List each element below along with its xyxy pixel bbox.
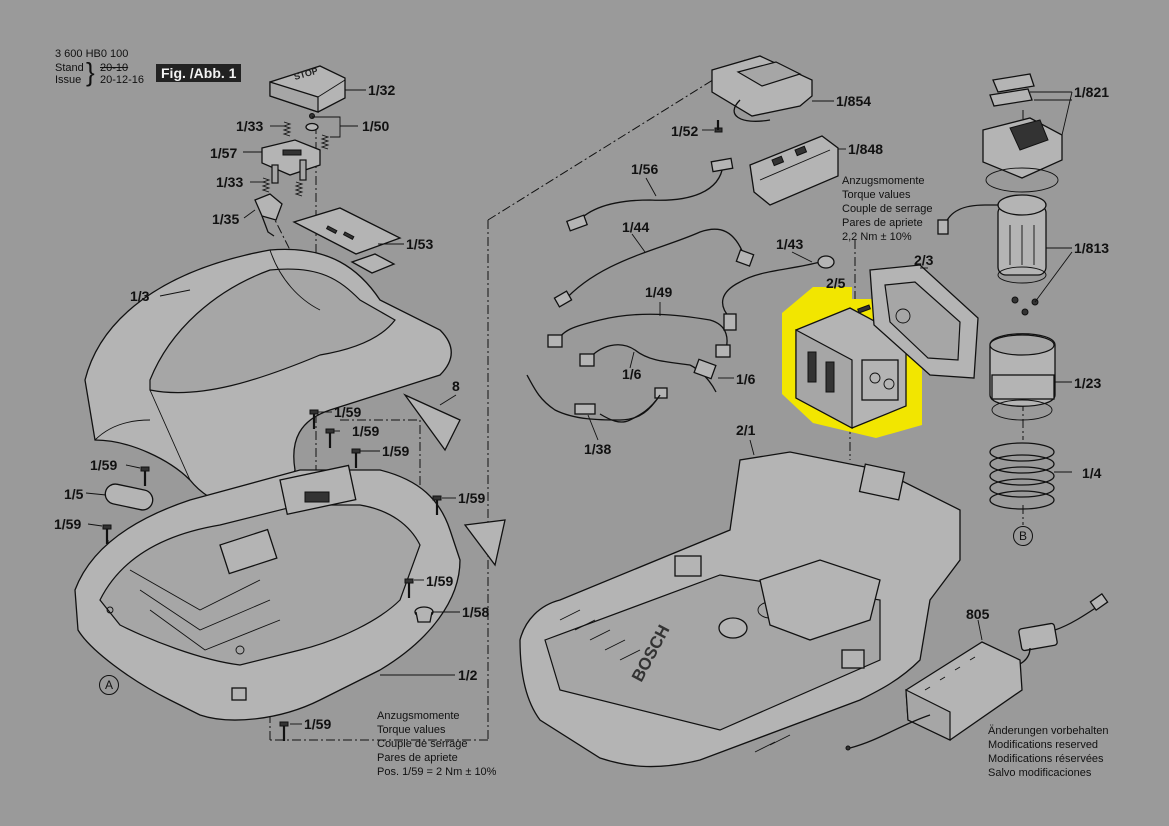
part-1-848-board	[749, 135, 839, 206]
issue-label: Issue	[55, 74, 82, 86]
label-1-848: 1/848	[848, 141, 884, 157]
label-1-32: 1/32	[368, 82, 396, 98]
label-1-59-g: 1/59	[426, 573, 454, 589]
part-1-33-springs-bottom	[261, 177, 304, 197]
label-8: 8	[452, 378, 460, 394]
part-1-56-cable	[565, 157, 734, 232]
part-1-821-cap	[982, 73, 1063, 193]
torque-notes-top: Anzugsmomente Torque values Couple de se…	[842, 174, 933, 244]
part-1-813-motor	[937, 194, 1047, 316]
part-8-wedges	[403, 393, 506, 567]
part-2-3-housing	[857, 264, 979, 379]
part-1-33-springs-top	[282, 121, 330, 150]
part-1-44-cable	[553, 228, 755, 308]
torque-notes-bottom: Anzugsmomente Torque values Couple de se…	[377, 709, 496, 779]
part-1-35-clip	[254, 193, 283, 237]
modifications-note: Änderungen vorbehalten Modifications res…	[988, 724, 1108, 780]
part-number-code: 3 600 HB0 100	[55, 48, 129, 60]
reference-marker-b: B	[1013, 526, 1033, 546]
modifications-line-3: Modifications réservées	[988, 753, 1104, 765]
part-2-1-base	[519, 451, 961, 768]
part-1-57-lever	[261, 139, 321, 184]
label-1-59-e: 1/59	[458, 490, 486, 506]
part-1-32-cap: STOP	[269, 65, 346, 113]
part-1-38-cable	[526, 374, 661, 423]
label-1-43: 1/43	[776, 236, 804, 252]
label-1-56: 1/56	[631, 161, 659, 177]
leader-lines	[85, 89, 1073, 725]
label-1-5: 1/5	[64, 486, 84, 502]
label-1-6-a: 1/6	[622, 366, 642, 382]
part-1-6-cable-b	[629, 358, 717, 421]
part-1-2-chassis	[74, 464, 461, 721]
part-1-53-panel	[292, 207, 402, 274]
label-1-44: 1/44	[622, 219, 650, 235]
label-1-35: 1/35	[212, 211, 240, 227]
stand-date: 20-10	[100, 62, 129, 74]
torque-bottom-line-2: Torque values	[377, 724, 446, 736]
label-1-38: 1/38	[584, 441, 612, 457]
part-1-854-bracket	[711, 55, 813, 122]
label-1-49: 1/49	[645, 284, 673, 300]
torque-bottom-line-3: Couple de serrage	[377, 738, 468, 750]
label-1-59-d: 1/59	[90, 457, 118, 473]
label-2-3: 2/3	[914, 252, 934, 268]
stand-label: Stand	[55, 62, 84, 74]
label-1-3: 1/3	[130, 288, 150, 304]
torque-top-line-3: Couple de serrage	[842, 203, 933, 215]
part-1-5-pad	[104, 483, 154, 511]
part-1-58-knob	[414, 606, 434, 623]
label-1-52: 1/52	[671, 123, 699, 139]
label-1-33-bottom: 1/33	[216, 174, 244, 190]
label-805: 805	[966, 606, 990, 622]
label-1-59-b: 1/59	[352, 423, 380, 439]
label-1-33-top: 1/33	[236, 118, 264, 134]
part-1-50-washer	[305, 113, 319, 132]
part-1-4-spring	[989, 442, 1055, 510]
part-1-43-cable	[721, 255, 835, 331]
torque-bottom-line-5: Pos. 1/59 = 2 Nm ± 10%	[377, 766, 497, 778]
label-1-4: 1/4	[1082, 465, 1102, 481]
label-1-59-a: 1/59	[334, 404, 362, 420]
label-1-854: 1/854	[836, 93, 872, 109]
part-805-charger	[845, 592, 1109, 751]
reference-marker-a: A	[99, 675, 119, 695]
brace-icon: }	[86, 57, 95, 87]
label-1-59-c: 1/59	[382, 443, 410, 459]
torque-top-line-2: Torque values	[842, 189, 911, 201]
figure-title: Fig. /Abb. 1	[156, 64, 242, 82]
part-1-6-cable-a	[579, 344, 691, 367]
modifications-line-1: Änderungen vorbehalten	[988, 725, 1109, 737]
modifications-line-2: Modifications reserved	[988, 739, 1099, 751]
label-1-813: 1/813	[1074, 240, 1110, 256]
part-1-3-hood	[84, 248, 452, 510]
label-1-2: 1/2	[458, 667, 478, 683]
label-1-53: 1/53	[406, 236, 434, 252]
label-1-6-b: 1/6	[736, 371, 756, 387]
label-1-23: 1/23	[1074, 375, 1102, 391]
torque-top-line-5: 2,2 Nm ± 10%	[842, 231, 912, 243]
label-1-57: 1/57	[210, 145, 238, 161]
torque-bottom-line-4: Pares de apriete	[377, 752, 458, 764]
modifications-line-4: Salvo modificaciones	[988, 767, 1092, 779]
issue-date: 20-12-16	[100, 74, 145, 86]
screws-1-59	[102, 409, 442, 741]
label-2-1: 2/1	[736, 422, 756, 438]
label-1-821: 1/821	[1074, 84, 1110, 100]
part-1-52-screw	[714, 120, 723, 133]
part-1-23-cup	[989, 333, 1056, 421]
label-2-5: 2/5	[826, 275, 846, 291]
torque-top-line-1: Anzugsmomente	[842, 175, 925, 187]
torque-top-line-4: Pares de apriete	[842, 217, 923, 229]
label-1-59-f: 1/59	[54, 516, 82, 532]
part-2-5-highlighted-block	[782, 287, 922, 438]
label-1-59-h: 1/59	[304, 716, 332, 732]
label-1-58: 1/58	[462, 604, 490, 620]
torque-bottom-line-1: Anzugsmomente	[377, 710, 460, 722]
part-1-49-cable	[547, 313, 731, 358]
label-1-50: 1/50	[362, 118, 390, 134]
